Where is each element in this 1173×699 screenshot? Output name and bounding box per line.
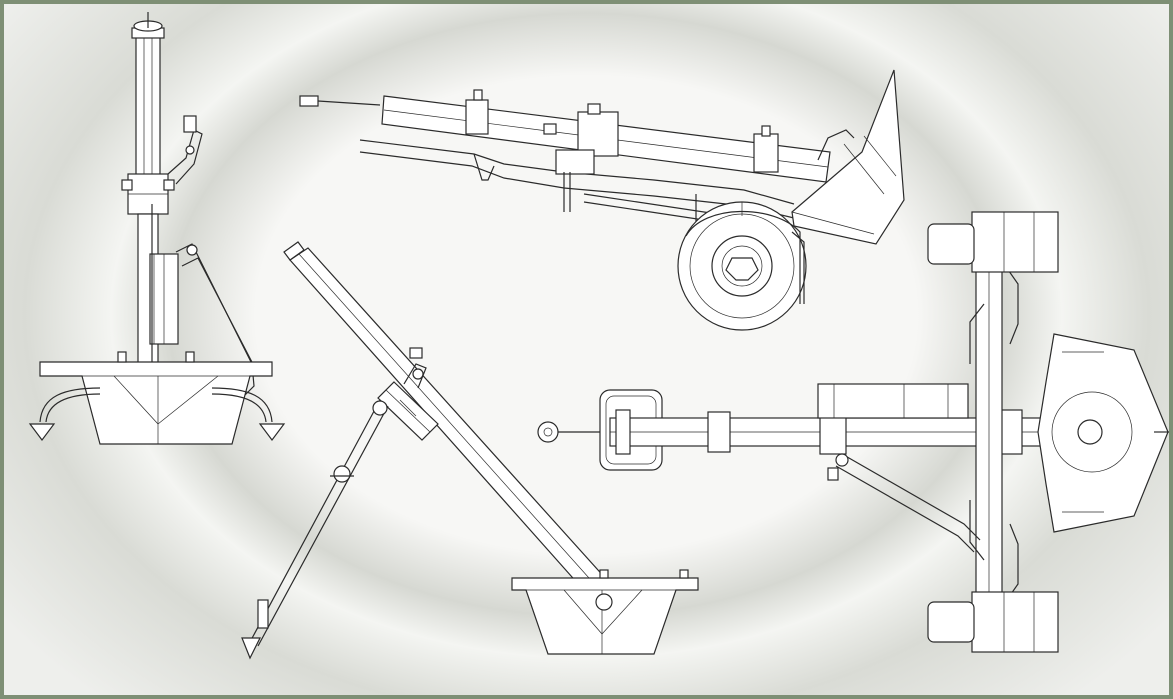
- top-view-on-carriage: [537, 211, 1169, 653]
- front-view: [28, 12, 286, 445]
- mortar-technical-drawing: [28, 12, 1169, 660]
- side-view-on-carriage: [299, 69, 905, 331]
- firing-position-side-view: [241, 241, 699, 660]
